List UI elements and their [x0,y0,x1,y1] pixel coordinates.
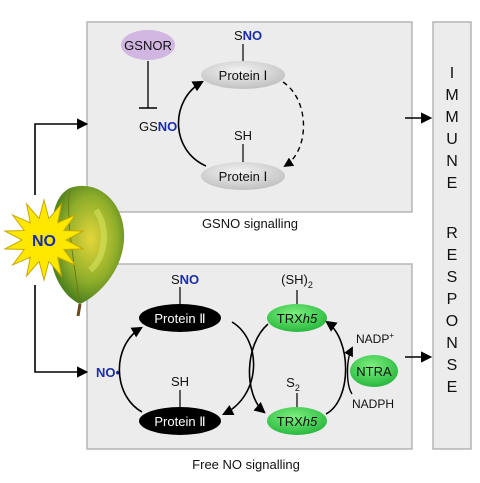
immune-letter-4: N [446,153,458,170]
trx-h5-bottom-label: TRXh5 [277,414,318,429]
starburst-icon [3,198,85,282]
gsno-caption: GSNO signalling [202,216,298,231]
protein-ii-sno-label: SNO [171,272,199,287]
free-no-nitrosylation-arrow [118,326,143,413]
gsno-donor-label: GSNO [139,119,177,134]
response-letter-1: E [447,247,458,264]
protein-ii-bottom-label: Protein Ⅱ [154,414,205,429]
ntra-nadph-arrow [344,346,353,395]
gsno-denitrosylation-arrow [282,81,305,168]
gsnor-ellipse [121,30,175,60]
immune-letter-2: M [445,109,458,126]
protein-ii-top-label: Protein Ⅱ [154,311,205,326]
gsnor-label: GSNOR [124,38,172,53]
immune-letter-3: U [446,131,458,148]
no-radical-label: NO• [96,365,121,380]
nadp-plus-label: NADP+ [356,331,394,346]
immune-response-panel [432,21,472,450]
protein-ii-bottom [139,407,221,435]
ntra-ellipse [350,355,398,387]
response-letter-0: R [446,225,458,242]
response-letter-3: P [447,291,458,308]
free-no-panel [86,263,413,450]
branch-arrow-up [34,118,89,195]
ntra-label: NTRA [356,364,392,379]
free-no-caption: Free NO signalling [192,457,300,472]
gsno-nitrosylation-arrow [177,80,207,167]
trx-reduction-arrow [325,320,347,415]
immune-letter-0: I [450,65,454,82]
response-letter-5: N [446,335,458,352]
protein-i-bottom-label: Protein Ⅰ [219,169,268,184]
no-burst-label: NO [32,233,56,250]
response-letter-2: S [447,269,458,286]
response-letter-4: O [446,313,458,330]
response-letter-6: S [447,357,458,374]
protein-i-top-label: Protein Ⅰ [219,68,268,83]
trx-h5-top [267,304,327,332]
protein-ii-denitrosylation-arrow [221,321,255,416]
protein-i-sh-label: SH [234,128,252,143]
response-letter-7: E [447,379,458,396]
trx-s2-label: S2 [286,375,300,393]
branch-arrow-down [34,285,89,378]
protein-ii-top [139,304,221,332]
nadph-label: NADPH [352,397,394,411]
protein-i-sno-label: SNO [234,28,262,43]
protein-ii-sh-label: SH [171,374,189,389]
trx-oxidation-arrow [248,323,269,414]
trx-h5-top-label: TRXh5 [277,311,318,326]
trx-sh2-label: (SH)2 [281,272,313,290]
trx-h5-bottom [267,407,327,435]
immune-letter-5: E [447,175,458,192]
protein-i-bottom [201,162,285,190]
immune-letter-1: M [445,87,458,104]
protein-i-top [201,61,285,89]
